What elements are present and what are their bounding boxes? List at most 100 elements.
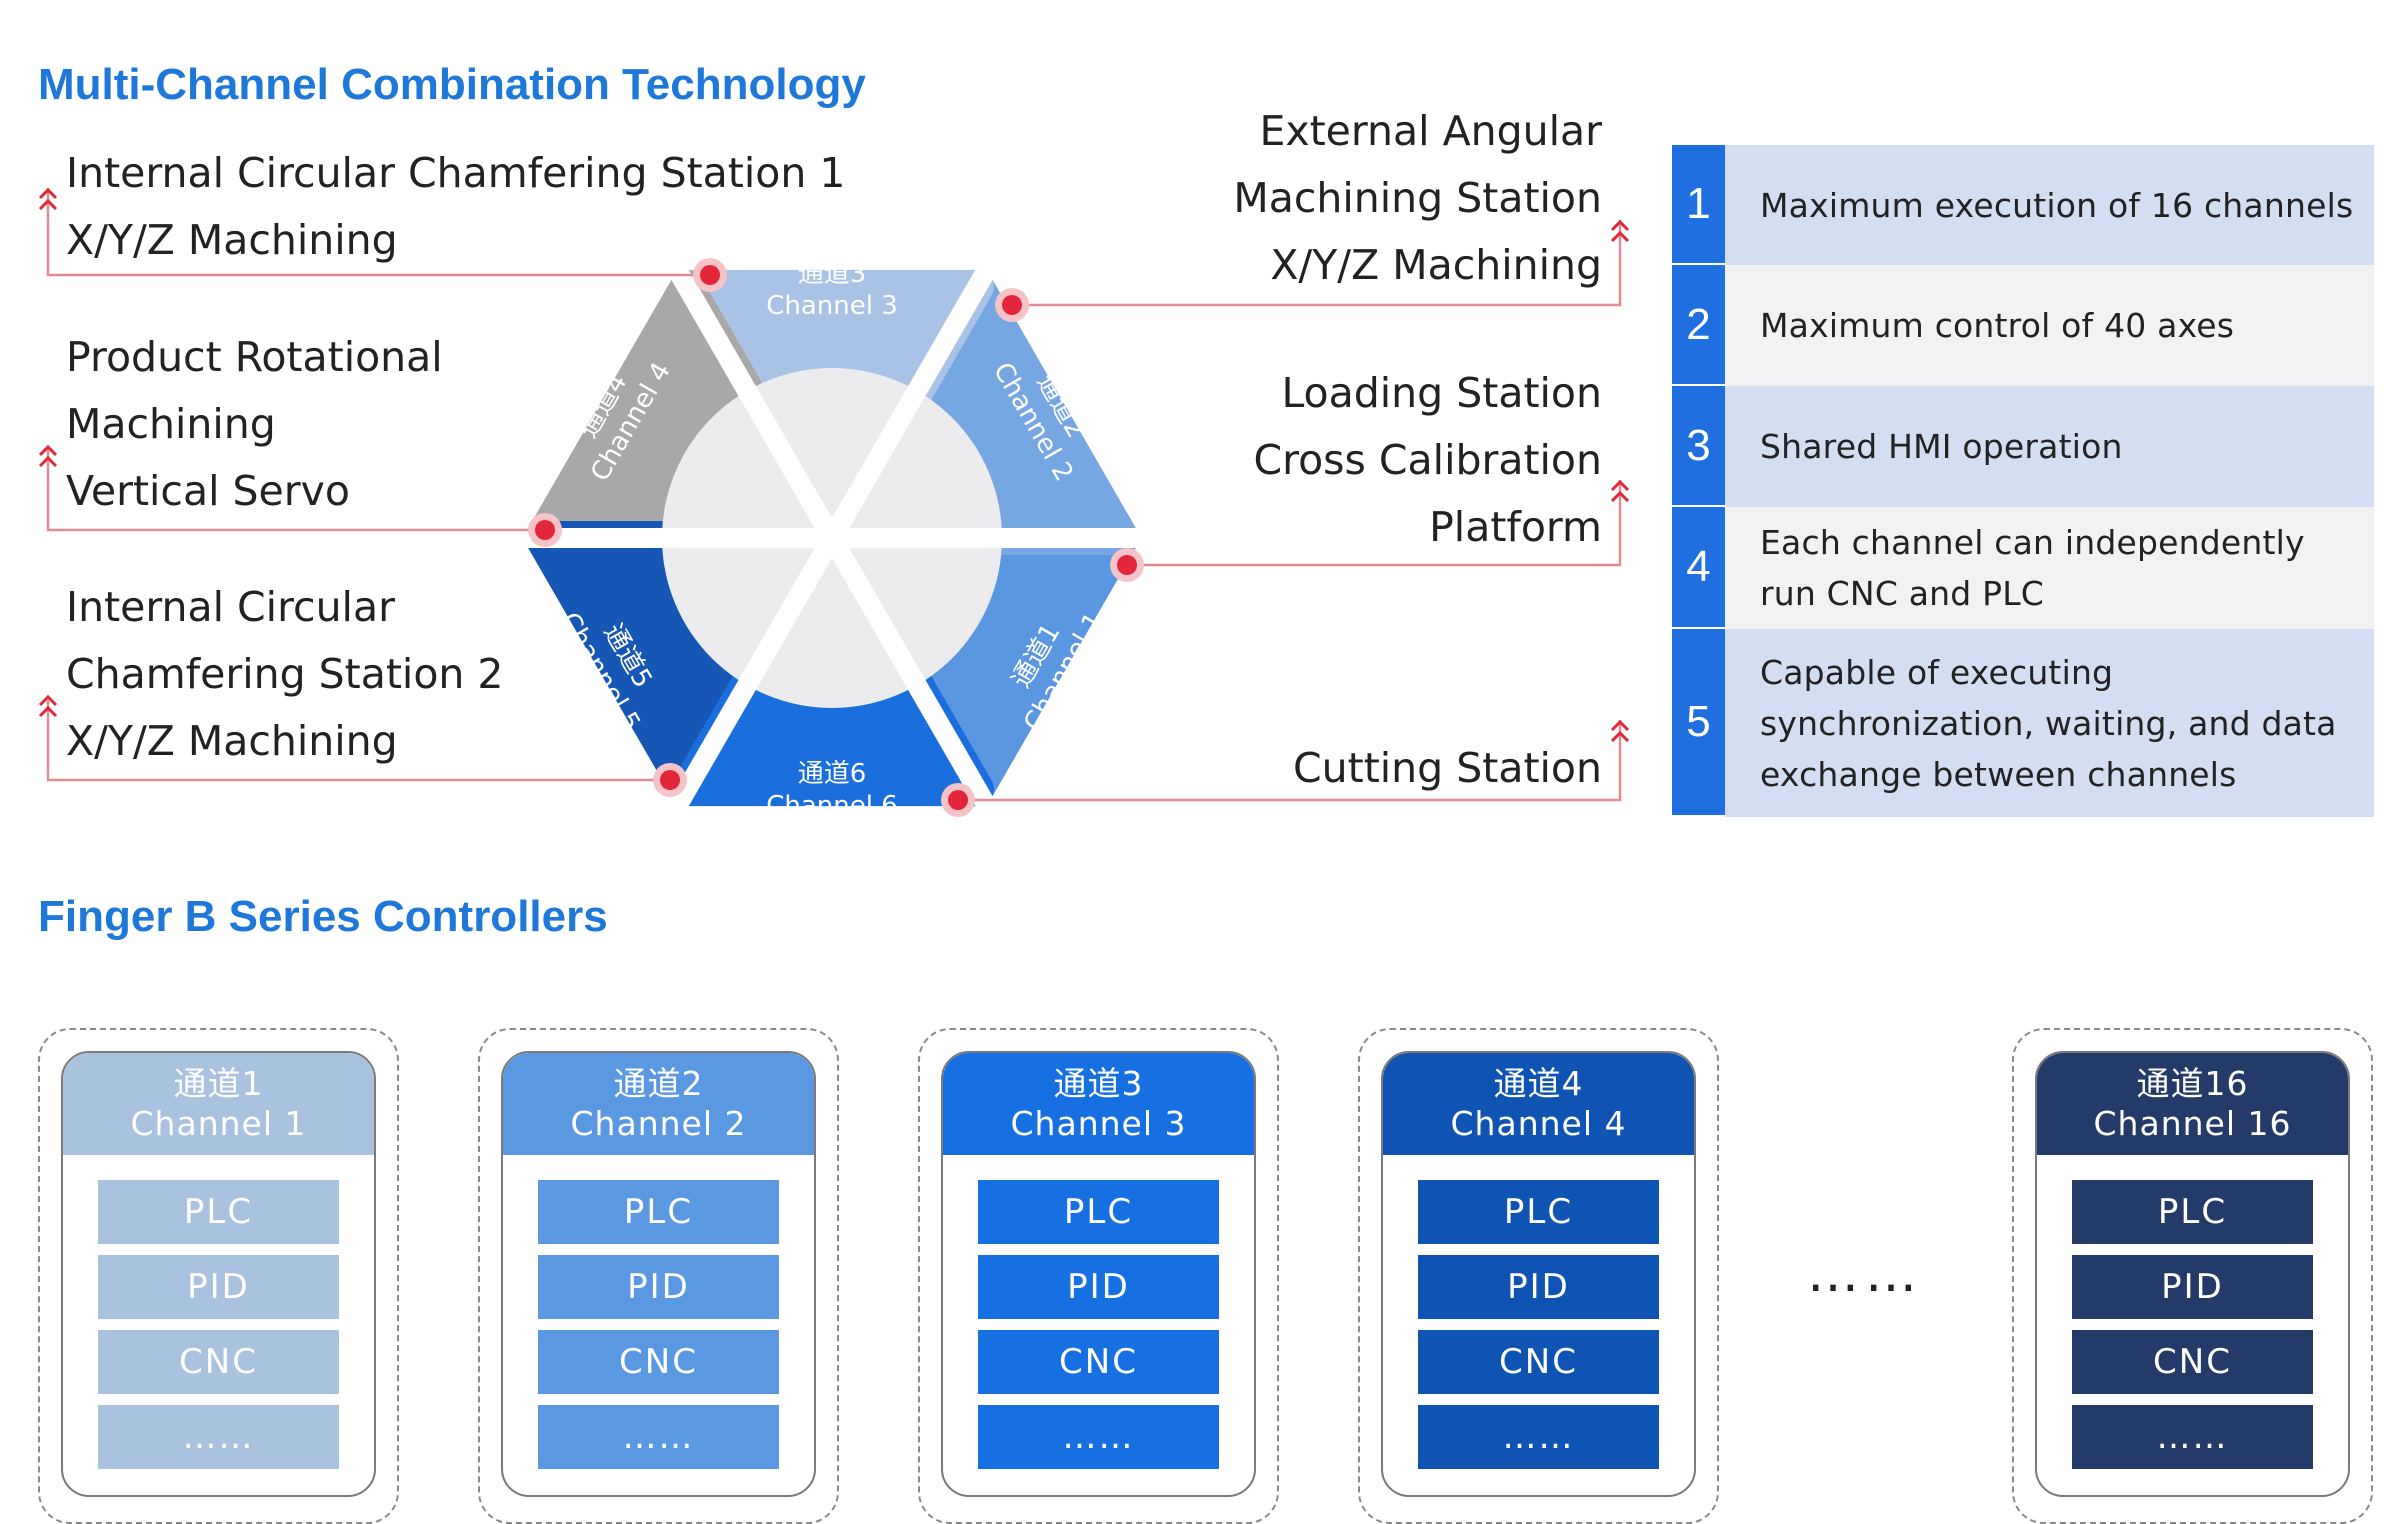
double-chevron-up-icon [38, 187, 58, 211]
station-label-line: X/Y/Z Machining [1270, 241, 1602, 289]
segment-gap-1 [823, 532, 1011, 838]
double-chevron-up-icon [1610, 479, 1630, 503]
station-label-line: Product Rotational [66, 333, 443, 381]
station-label-line: Cross Calibration [1253, 436, 1603, 484]
segment-label-cn: 通道3 [798, 259, 867, 289]
channel-card-title-en: Channel 1 [130, 1104, 307, 1143]
feature-text: Each channel can independently run CNC a… [1725, 507, 2374, 629]
connector-line-2 [46, 700, 670, 782]
channel-card-title-cn: 通道4 [1493, 1064, 1584, 1103]
station-label-left-0: Internal Circular Chamfering Station 1 X/… [66, 140, 845, 274]
channel-card-cell: PLC [98, 1180, 339, 1244]
channel-card-cell: PLC [978, 1180, 1219, 1244]
channel-card-cell: CNC [1418, 1330, 1659, 1394]
connector-line-3 [1012, 220, 1622, 307]
channel-card-cell: PID [538, 1255, 779, 1319]
connector-dot-1 [535, 520, 555, 540]
feature-number: 2 [1672, 265, 1725, 386]
station-label-line: Platform [1429, 503, 1602, 551]
channel-card-cell: CNC [98, 1330, 339, 1394]
channel-card-cell: PLC [1418, 1180, 1659, 1244]
more-channels-ellipsis: …… [1807, 1244, 1923, 1304]
feature-number: 3 [1672, 386, 1725, 507]
station-label-line: External Angular [1259, 107, 1602, 155]
station-label-line: Vertical Servo [66, 467, 350, 515]
channel-card-title-cn: 通道16 [2136, 1064, 2249, 1103]
double-chevron-up-icon [38, 694, 58, 718]
feature-text: Maximum execution of 16 channels [1725, 145, 2374, 265]
connector-dot-3 [1002, 295, 1022, 315]
channel-card-title-cn: 通道3 [1053, 1064, 1144, 1103]
feature-number: 1 [1672, 145, 1725, 265]
channel-card-title-en: Channel 3 [1010, 1104, 1187, 1143]
connector-line-0 [46, 188, 710, 277]
station-label-line: Chamfering Station 2 [66, 650, 504, 698]
connector-dot-5 [948, 790, 968, 810]
double-chevron-up-icon [38, 444, 58, 468]
station-label-line: X/Y/Z Machining [66, 216, 398, 264]
station-label-line: Internal Circular Chamfering Station 1 [66, 149, 846, 197]
feature-text: Shared HMI operation [1725, 386, 2374, 507]
feature-number: 5 [1672, 629, 1725, 817]
connector-dot-0 [700, 265, 720, 285]
channel-card-cell: PID [2072, 1255, 2313, 1319]
connector-dot-4 [1117, 555, 1137, 575]
feature-text: Maximum control of 40 axes [1725, 265, 2374, 386]
channel-card-cell: …… [98, 1405, 339, 1469]
channel-card-cell: CNC [538, 1330, 779, 1394]
channel-card-cell: PLC [2072, 1180, 2313, 1244]
station-label-line: X/Y/Z Machining [66, 717, 398, 765]
channel-card-cell: …… [2072, 1405, 2313, 1469]
connector-line-4 [1127, 480, 1622, 567]
feature-number: 4 [1672, 507, 1725, 629]
segment-gap-4 [653, 238, 841, 543]
section-title-controllers: Finger B Series Controllers [38, 892, 608, 941]
segment-gap-5 [823, 238, 1011, 543]
segment-label-en: Channel 3 [766, 291, 898, 321]
station-label-line: Loading Station [1281, 369, 1602, 417]
channel-card-title-cn: 通道2 [613, 1064, 704, 1103]
station-label-line: Internal Circular [66, 583, 395, 631]
channel-card-title-en: Channel 4 [1450, 1104, 1627, 1143]
section-title-multichannel: Multi-Channel Combination Technology [38, 60, 866, 109]
channel-card-cell: …… [978, 1405, 1219, 1469]
channel-card-cell: …… [538, 1405, 779, 1469]
channel-card-cell: PID [978, 1255, 1219, 1319]
channel-card-title-en: Channel 16 [2093, 1104, 2292, 1143]
connector-line-5 [958, 720, 1622, 802]
segment-label-cn: 通道6 [798, 759, 867, 789]
channel-card-title-cn: 通道1 [173, 1064, 264, 1103]
channel-card-cell: PLC [538, 1180, 779, 1244]
channel-card-cell: …… [1418, 1405, 1659, 1469]
segment-gap-2 [653, 532, 841, 838]
channel-card-cell: CNC [2072, 1330, 2313, 1394]
station-label-right-2: Cutting Station [1293, 735, 1602, 802]
double-chevron-up-icon [1610, 719, 1630, 743]
